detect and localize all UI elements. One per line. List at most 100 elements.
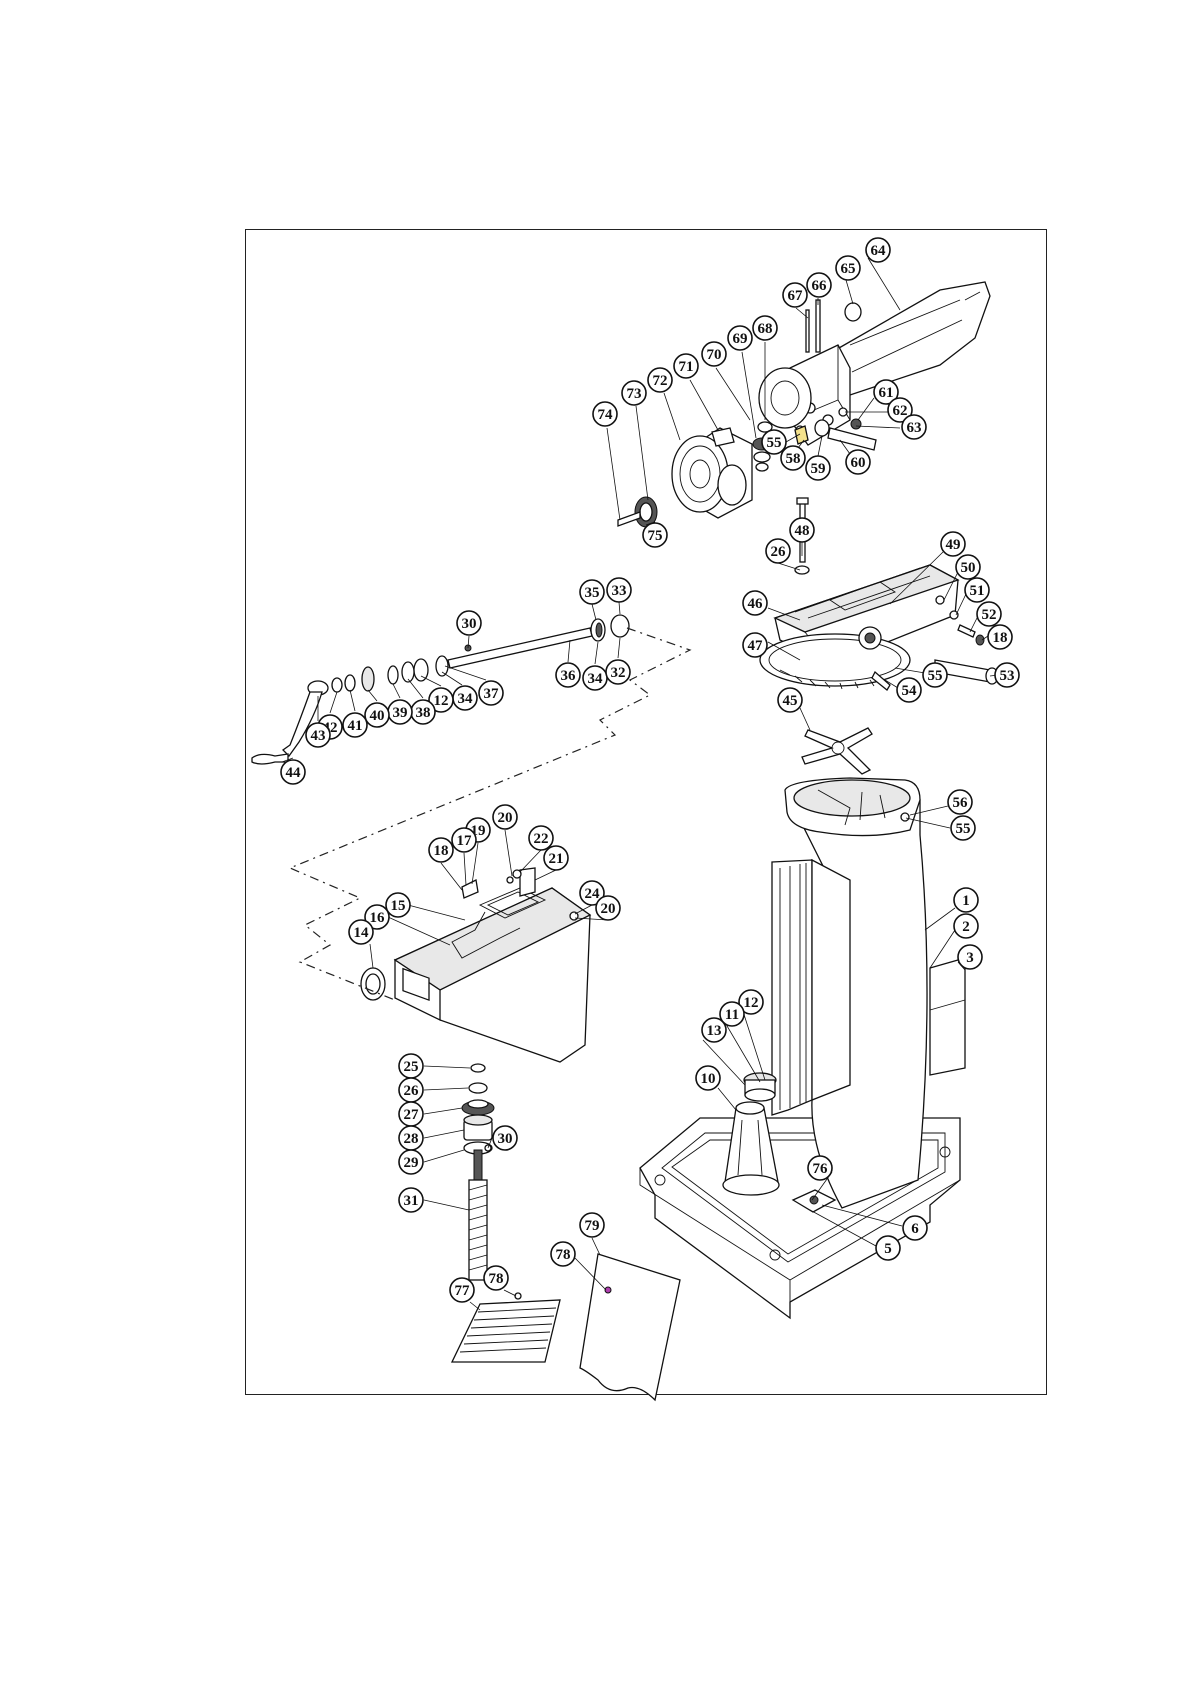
part-callout-45: 45: [778, 688, 802, 712]
callout-label: 30: [498, 1131, 513, 1147]
callout-label: 12: [744, 995, 759, 1011]
part-callout-41: 41: [343, 713, 367, 737]
part-callout-46: 46: [743, 591, 767, 615]
callout-label: 73: [627, 386, 642, 402]
part-callout-43: 43: [306, 723, 330, 747]
callout-label: 20: [498, 810, 513, 826]
part-callout-75: 75: [643, 523, 667, 547]
part-callout-55: 55: [923, 663, 947, 687]
callout-label: 15: [391, 898, 406, 914]
part-callout-58: 58: [781, 446, 805, 470]
callout-label: 53: [1000, 668, 1015, 684]
part-callout-35: 35: [580, 580, 604, 604]
part-callout-64: 64: [866, 238, 890, 262]
part-callout-74: 74: [593, 402, 617, 426]
part-callout-38: 38: [411, 700, 435, 724]
callout-label: 39: [393, 705, 408, 721]
callout-label: 77: [455, 1283, 471, 1299]
callout-label: 78: [556, 1247, 571, 1263]
part-callout-34: 34: [453, 686, 477, 710]
callout-label: 69: [733, 331, 748, 347]
part-callout-67: 67: [783, 283, 807, 307]
callout-label: 43: [311, 728, 326, 744]
callout-label: 36: [561, 668, 577, 684]
callout-label: 2: [962, 919, 970, 935]
callout-label: 60: [851, 455, 866, 471]
callout-label: 24: [585, 886, 601, 902]
callout-label: 28: [404, 1131, 419, 1147]
callout-label: 66: [812, 278, 828, 294]
part-callout-18: 18: [429, 838, 453, 862]
part-callout-51: 51: [965, 578, 989, 602]
callout-label: 65: [841, 261, 856, 277]
part-callout-73: 73: [622, 381, 646, 405]
callout-label: 72: [653, 373, 668, 389]
part-callout-3: 3: [958, 945, 982, 969]
elevating-screw-assembly: [462, 1064, 494, 1280]
part-callout-54: 54: [897, 678, 921, 702]
callout-label: 62: [893, 403, 908, 419]
callout-label: 1: [962, 893, 970, 909]
part-callout-14: 14: [349, 920, 373, 944]
callout-label: 55: [956, 821, 971, 837]
part-callout-71: 71: [674, 354, 698, 378]
part-callout-53: 53: [995, 663, 1019, 687]
callout-label: 16: [370, 910, 386, 926]
callout-label: 38: [416, 705, 431, 721]
callout-label: 37: [484, 686, 500, 702]
callout-label: 34: [588, 671, 604, 687]
callout-label: 40: [370, 708, 385, 724]
part-callout-66: 66: [807, 273, 831, 297]
callout-label: 13: [707, 1023, 722, 1039]
callout-label: 14: [354, 925, 370, 941]
callout-label: 30: [462, 616, 477, 632]
callout-label: 35: [585, 585, 600, 601]
part-callout-52: 52: [977, 602, 1001, 626]
callout-label: 63: [907, 420, 922, 436]
part-callout-76: 76: [808, 1156, 832, 1180]
callout-label: 12: [434, 693, 449, 709]
part-callout-2: 2: [954, 914, 978, 938]
part-callout-78: 78: [551, 1242, 575, 1266]
part-callout-60: 60: [846, 450, 870, 474]
part-callout-21: 21: [544, 846, 568, 870]
part-callout-68: 68: [753, 316, 777, 340]
part-callout-56: 56: [948, 790, 972, 814]
part-callout-20: 20: [493, 805, 517, 829]
callout-label: 67: [788, 288, 804, 304]
callout-label: 18: [993, 630, 1008, 646]
callout-label: 29: [404, 1155, 419, 1171]
part-callout-10: 10: [696, 1066, 720, 1090]
part-callout-22: 22: [529, 826, 553, 850]
callout-label: 52: [982, 607, 997, 623]
callout-label: 31: [404, 1193, 419, 1209]
part-callout-40: 40: [365, 703, 389, 727]
callout-label: 58: [786, 451, 801, 467]
part-callout-6: 6: [903, 1216, 927, 1240]
part-callout-32: 32: [606, 660, 630, 684]
part-callout-25: 25: [399, 1054, 423, 1078]
callout-label: 75: [648, 528, 663, 544]
callout-label: 76: [813, 1161, 829, 1177]
callout-label: 11: [725, 1007, 739, 1023]
callout-label: 50: [961, 560, 976, 576]
part-callout-79: 79: [580, 1213, 604, 1237]
part-callout-18: 18: [988, 625, 1012, 649]
callout-label: 27: [404, 1107, 420, 1123]
part-callout-20: 20: [596, 896, 620, 920]
part-callout-77: 77: [450, 1278, 474, 1302]
callout-label: 74: [598, 407, 614, 423]
callout-label: 78: [489, 1271, 504, 1287]
callout-label: 20: [601, 901, 616, 917]
callout-label: 54: [902, 683, 918, 699]
callout-label: 59: [811, 461, 826, 477]
part-callout-15: 15: [386, 893, 410, 917]
part-callout-39: 39: [388, 700, 412, 724]
callout-label: 46: [748, 596, 764, 612]
part-callout-30: 30: [493, 1126, 517, 1150]
callout-label: 33: [612, 583, 627, 599]
part-callout-30: 30: [457, 611, 481, 635]
callout-label: 22: [534, 831, 549, 847]
callout-label: 48: [795, 523, 810, 539]
